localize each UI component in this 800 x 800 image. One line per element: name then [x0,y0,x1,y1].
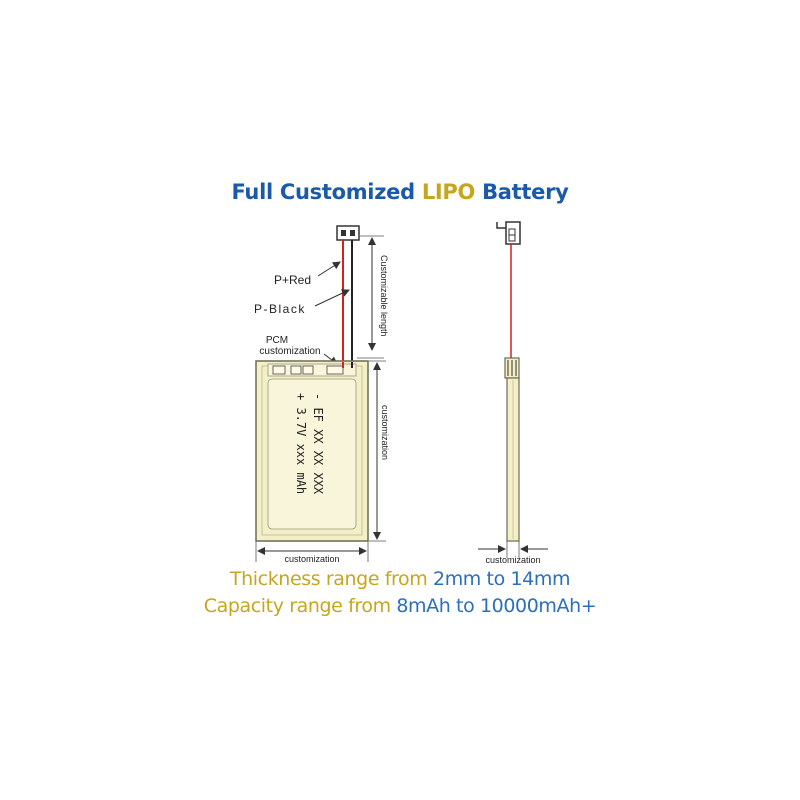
thickness-range: 2mm to 14mm [433,568,571,590]
pcm-customization-label: customization [259,346,320,357]
side-connector-icon [496,221,521,245]
length-label: Customizable length [379,255,389,337]
battery-cell-front: - EF XX XX XXX + 3.7V xxx mAh [255,360,369,542]
battery-cell-side [504,357,520,542]
connector-icon [336,225,360,241]
capacity-prefix: Capacity range from [203,595,391,617]
height-label: customization [380,405,390,460]
thickness-label: customization [485,555,540,565]
thickness-prefix: Thickness range from [229,568,428,590]
capacity-range: 8mAh to 10000mAh+ [396,595,597,617]
title-part3: Battery [482,180,569,204]
capacity-spec-line: Capacity range from 8mAh to 10000mAh+ [0,595,800,617]
title-part1: Full Customized [231,180,415,204]
width-label: customization [284,554,339,564]
diagram-title: Full Customized LIPO Battery [0,180,800,204]
p-red-pointer [317,261,341,277]
thickness-spec-line: Thickness range from 2mm to 14mm [0,568,800,590]
side-view: customization [478,221,548,565]
pcm-label: PCM [266,335,288,346]
p-red-label: P+Red [274,273,311,287]
cell-model-text: - EF XX XX XXX [311,393,325,495]
p-black-pointer [314,289,350,307]
cell-rating-text: + 3.7V xxx mAh [294,393,308,494]
title-part2: LIPO [421,180,476,204]
front-view: P+Red P-Black PCM customization Customiz… [254,225,390,564]
p-black-label: P-Black [254,302,306,316]
